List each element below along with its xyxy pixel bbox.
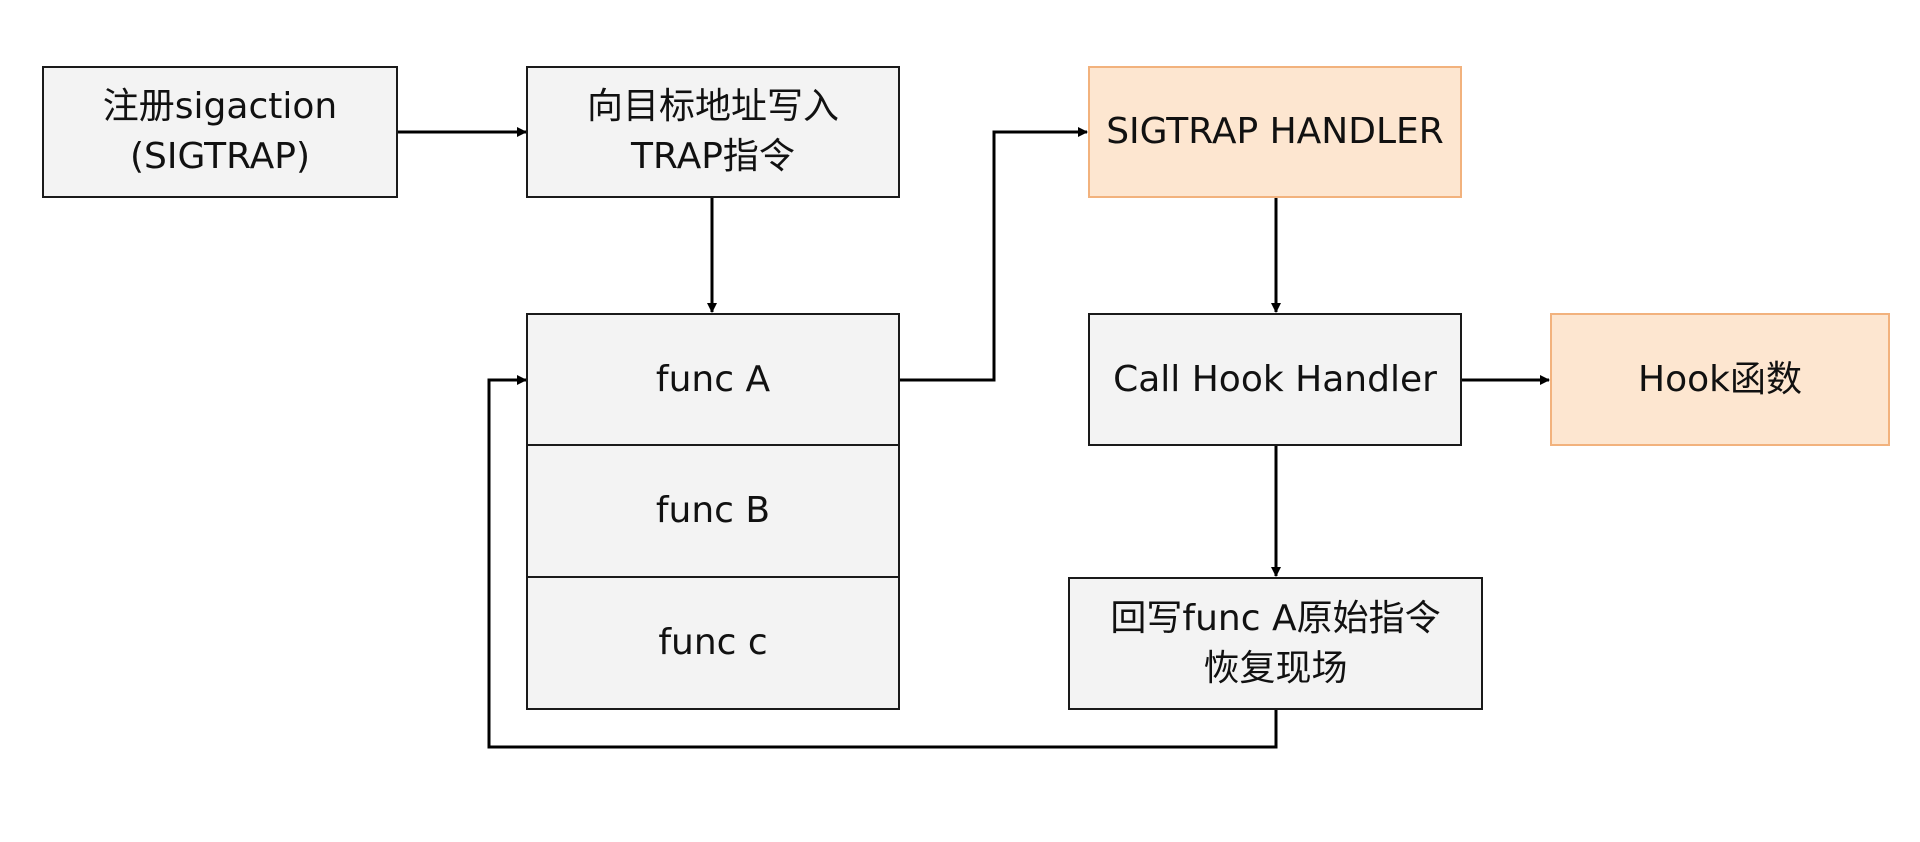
func-c-box: func c [526,576,900,710]
hook-function-label: Hook函数 [1638,358,1802,400]
call-hook-handler-box: Call Hook Handler [1088,313,1462,446]
func-b-box: func B [526,444,900,578]
func-c-label: func c [658,622,768,663]
sigtrap-handler-label: SIGTRAP HANDLER [1106,111,1444,152]
func-a-label: func A [655,358,771,400]
call-hook-handler-label: Call Hook Handler [1113,358,1437,400]
func-b-label: func B [655,490,771,531]
write-trap-label: 向目标地址写入 TRAP指令 [586,86,839,177]
func-a-box: func A [526,313,900,446]
restore-box: 回写func A原始指令 恢复现场 [1068,577,1483,710]
register-sigaction-box: 注册sigaction (SIGTRAP) [42,66,398,198]
register-sigaction-label: 注册sigaction (SIGTRAP) [102,86,338,177]
arrow-func-a-to-sigtrap-handler [900,127,1088,382]
restore-label: 回写func A原始指令 恢复现场 [1110,597,1441,689]
hook-function-box: Hook函数 [1550,313,1890,446]
write-trap-box: 向目标地址写入 TRAP指令 [526,66,900,198]
sigtrap-handler-box: SIGTRAP HANDLER [1088,66,1462,198]
